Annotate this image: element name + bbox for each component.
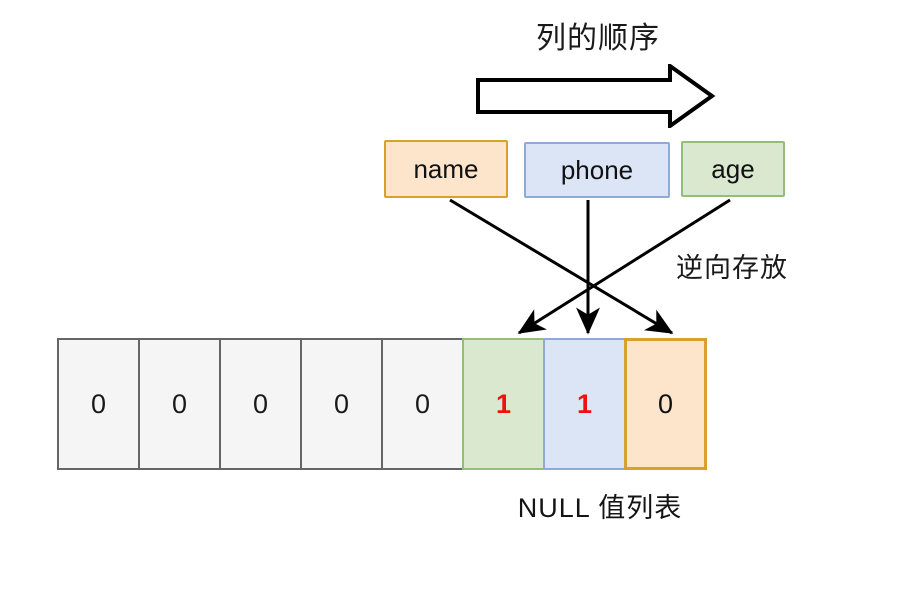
- cell-value: 0: [252, 388, 269, 419]
- arrow-name-to-orange-cell: [449, 198, 674, 335]
- cell-value: 0: [90, 388, 107, 419]
- column-box-name: name: [384, 140, 508, 198]
- cell-value: 0: [171, 388, 188, 419]
- null-bitmap-cell: 0: [138, 338, 221, 470]
- page-title: 列的顺序: [536, 22, 660, 55]
- null-bitmap-cell-age: 1: [462, 338, 545, 470]
- null-bitmap-cell: 0: [381, 338, 464, 470]
- null-bitmap-cell-phone: 1: [543, 338, 626, 470]
- column-label: age: [711, 153, 755, 184]
- null-bitmap-row: 0 0 0 0 0 1 1 0: [57, 338, 707, 470]
- cell-value: 1: [576, 388, 593, 419]
- null-bitmap-cell: 0: [219, 338, 302, 470]
- thick-right-arrow-icon: [472, 62, 716, 130]
- column-box-age: age: [681, 141, 785, 197]
- null-bitmap-cell: 0: [57, 338, 140, 470]
- reverse-storage-label: 逆向存放: [676, 253, 788, 283]
- null-bitmap-caption: NULL 值列表: [517, 493, 683, 523]
- cell-value: 0: [414, 388, 431, 419]
- column-label: name: [413, 153, 479, 184]
- null-bitmap-cell-name: 0: [624, 338, 707, 470]
- null-bitmap-cell: 0: [300, 338, 383, 470]
- column-box-phone: phone: [524, 142, 670, 198]
- cell-value: 0: [657, 388, 674, 419]
- cell-value: 1: [495, 388, 512, 419]
- cell-value: 0: [333, 388, 350, 419]
- column-label: phone: [560, 154, 634, 185]
